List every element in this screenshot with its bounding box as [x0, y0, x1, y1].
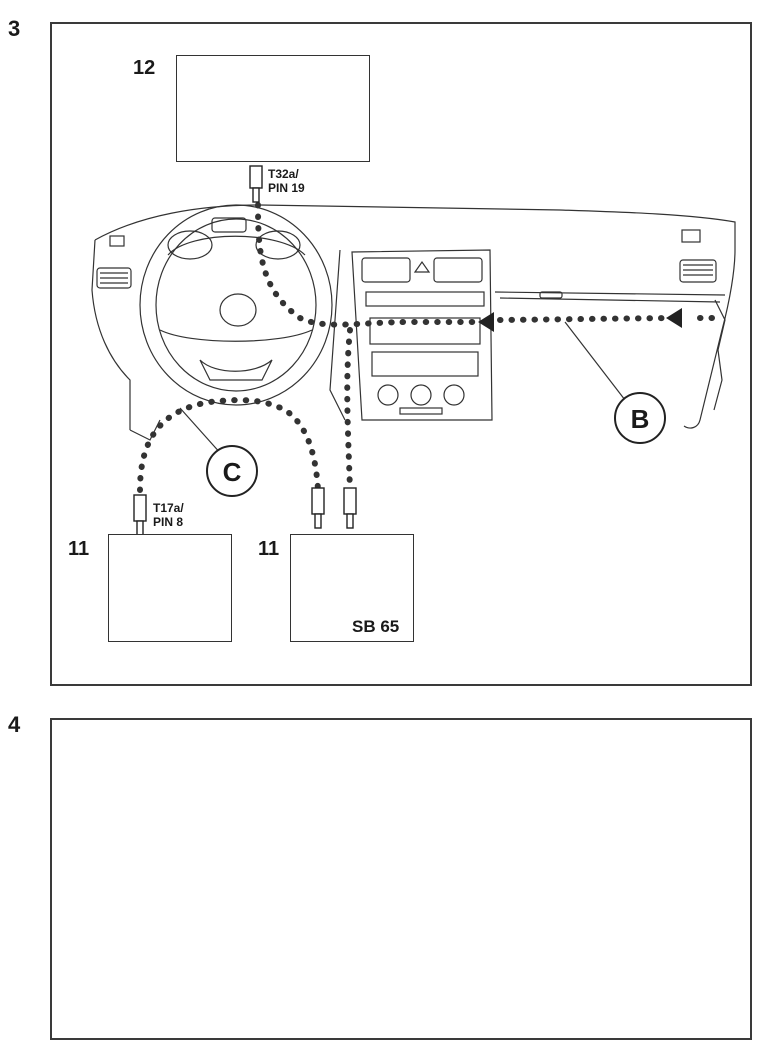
pin-label-switch-line1: T17a/ [153, 501, 184, 515]
route-c-marker: C [206, 445, 258, 497]
callout-instrument-cluster-ref: 12 [133, 57, 156, 79]
callout-light-switch-ref: 11 [68, 538, 90, 560]
step-4-left-scene [66, 730, 396, 1030]
pin-label-cluster: T32a/ PIN 19 [268, 167, 305, 195]
pin-label-cluster-line2: PIN 19 [268, 181, 305, 195]
step-4-right-scene [410, 730, 740, 1030]
fuse-box-inset [290, 534, 414, 642]
fuse-label: SB 65 [352, 617, 400, 636]
step-4-number: 4 [8, 712, 21, 737]
instrument-cluster-inset [176, 55, 370, 162]
pin-label-cluster-line1: T32a/ [268, 167, 299, 181]
pin-label-switch-line2: PIN 8 [153, 515, 184, 529]
step-4-panel [50, 718, 752, 1040]
light-switch-inset [108, 534, 232, 642]
pin-label-switch: T17a/ PIN 8 [153, 501, 184, 529]
route-b-marker: B [614, 392, 666, 444]
step-3-number: 3 [8, 16, 21, 41]
callout-fuse-box-ref: 11 [258, 538, 280, 560]
